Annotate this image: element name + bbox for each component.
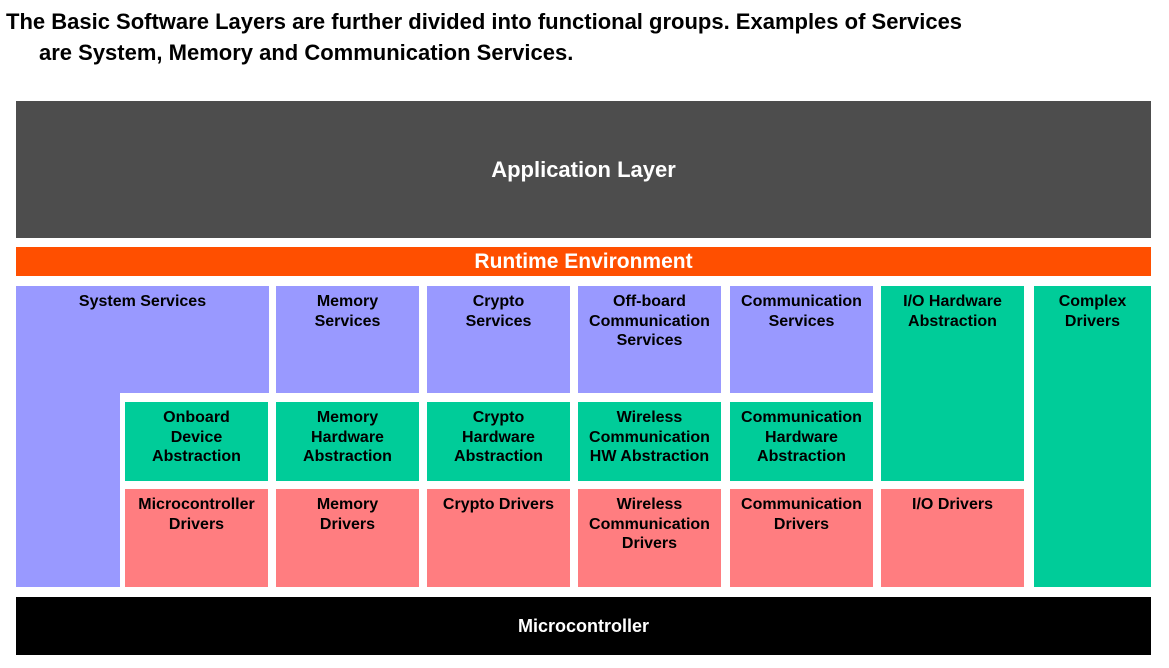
- microcontroller-drivers: Microcontroller Drivers: [125, 489, 268, 587]
- runtime-environment: Runtime Environment: [16, 247, 1151, 276]
- wireless-communication-hw-abstraction: Wireless Communication HW Abstraction: [578, 402, 721, 481]
- heading-line-2: are System, Memory and Communication Ser…: [39, 40, 574, 65]
- system-services-label: System Services: [78, 293, 207, 310]
- heading-line-1: The Basic Software Layers are further di…: [6, 9, 963, 34]
- offboard-services-line: Off-board: [613, 293, 686, 310]
- application-layer-label: Application Layer: [491, 156, 676, 182]
- communication-drivers-line: Drivers: [773, 515, 830, 533]
- wireless-drivers-line: Communication: [589, 515, 710, 533]
- io-abstraction-line: I/O Hardware: [903, 293, 1002, 310]
- wireless-abstraction-line: Communication: [589, 428, 710, 446]
- crypto-services-line: Crypto: [472, 293, 525, 310]
- offboard-communication-services: Off-board Communication Services: [578, 286, 721, 393]
- crypto-hardware-abstraction: Crypto Hardware Abstraction: [427, 402, 570, 481]
- io-abstraction-line: Abstraction: [908, 312, 997, 330]
- communication-services: Communication Services: [730, 286, 873, 393]
- application-layer: Application Layer: [16, 101, 1151, 238]
- memory-services: Memory Services: [276, 286, 419, 393]
- memory-services-line: Services: [314, 312, 381, 330]
- communication-hardware-abstraction: Communication Hardware Abstraction: [730, 402, 873, 481]
- crypto-drivers: Crypto Drivers: [427, 489, 570, 587]
- microcontroller-drivers-line: Drivers: [168, 515, 225, 533]
- offboard-services-line: Services: [616, 332, 683, 349]
- onboard-abstraction-line: Abstraction: [152, 448, 241, 465]
- memory-drivers-line: Drivers: [319, 515, 376, 533]
- wireless-drivers-line: Drivers: [621, 535, 678, 552]
- communication-drivers-line: Communication: [741, 496, 862, 513]
- crypto-services-line: Services: [465, 312, 532, 330]
- microcontroller-layer: Microcontroller: [16, 597, 1151, 655]
- system-services-block: [16, 286, 269, 587]
- memory-abstraction-line: Memory: [316, 409, 379, 426]
- memory-abstraction-line: Hardware: [311, 428, 384, 446]
- onboard-abstraction-line: Onboard: [163, 409, 230, 426]
- onboard-device-abstraction: Onboard Device Abstraction: [125, 402, 268, 481]
- memory-drivers-line: Memory: [316, 496, 379, 513]
- complex-drivers-line: Complex: [1058, 293, 1127, 310]
- crypto-abstraction-line: Hardware: [462, 428, 535, 446]
- offboard-services-line: Communication: [589, 312, 710, 330]
- communication-services-line: Communication: [741, 293, 862, 310]
- wireless-abstraction-line: HW Abstraction: [589, 448, 710, 465]
- communication-abstraction-line: Hardware: [765, 428, 838, 446]
- wireless-drivers-line: Wireless: [616, 496, 683, 513]
- memory-drivers: Memory Drivers: [276, 489, 419, 587]
- page-heading: The Basic Software Layers are further di…: [6, 6, 1156, 68]
- microcontroller-drivers-line: Microcontroller: [138, 496, 255, 513]
- microcontroller-label: Microcontroller: [517, 615, 650, 636]
- crypto-services: Crypto Services: [427, 286, 570, 393]
- runtime-environment-label: Runtime Environment: [474, 249, 693, 273]
- wireless-abstraction-line: Wireless: [616, 409, 683, 426]
- memory-abstraction-line: Abstraction: [303, 448, 392, 465]
- communication-abstraction-line: Communication: [741, 409, 862, 426]
- memory-services-line: Memory: [316, 293, 379, 310]
- complex-drivers: Complex Drivers: [1034, 286, 1151, 587]
- communication-services-line: Services: [768, 312, 835, 330]
- memory-hardware-abstraction: Memory Hardware Abstraction: [276, 402, 419, 481]
- complex-drivers-line: Drivers: [1064, 312, 1121, 330]
- wireless-communication-drivers: Wireless Communication Drivers: [578, 489, 721, 587]
- onboard-abstraction-line: Device: [170, 428, 223, 446]
- io-drivers-line: I/O Drivers: [912, 496, 993, 513]
- io-drivers: I/O Drivers: [881, 489, 1024, 587]
- crypto-abstraction-line: Crypto: [472, 409, 525, 426]
- crypto-abstraction-line: Abstraction: [454, 448, 543, 465]
- io-hardware-abstraction: I/O Hardware Abstraction: [881, 286, 1024, 481]
- communication-abstraction-line: Abstraction: [757, 448, 846, 465]
- communication-drivers: Communication Drivers: [730, 489, 873, 587]
- crypto-drivers-line: Crypto Drivers: [442, 496, 555, 513]
- system-services: System Services: [16, 286, 269, 393]
